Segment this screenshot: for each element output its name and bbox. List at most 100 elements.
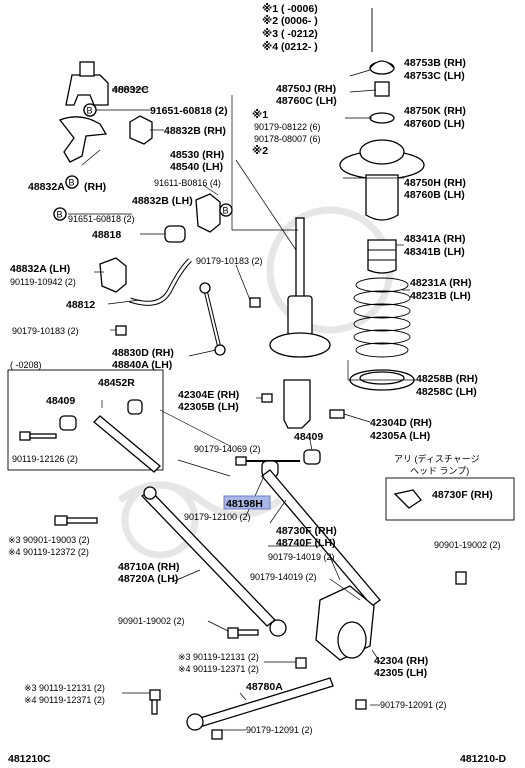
label-90901-19003: ※3 90901-19003 (2) [8,535,90,545]
bolt-90119-12131-upper [295,657,307,669]
coil-spring-48231a [353,277,411,358]
bolt-90901-19002-lower [227,627,259,639]
nut-90179-10183-upper [249,297,261,308]
svg-text:B: B [57,210,63,220]
label-91651-lower: 91651-60818 (2) [68,214,135,224]
arm-48710a [141,486,287,637]
svg-text:B: B [69,178,75,188]
label-48753b: 48753B (RH) [404,57,466,69]
label-90179-12100: 90179-12100 (2) [184,512,251,522]
label-48760b: 48760B (LH) [404,189,465,201]
nut-90179-12091-right [355,699,367,710]
label-48832c: 48832C [112,84,149,96]
inset-box-headlamp [385,477,515,521]
label-90179-14019-lower: 90179-14019 (2) [250,572,317,582]
stabilizer-bar-48812 [129,258,192,306]
label-42304e: 42304E (RH) [178,389,239,401]
bracket-48832b-rh [129,115,153,145]
label-42304: 42304 (RH) [374,655,428,667]
label-48341b: 48341B (LH) [404,246,465,258]
marker-b-1: B [83,103,97,117]
bumper-48341a [367,239,397,274]
bolt-90119-12126 [19,431,57,441]
label-48540: 48540 (LH) [170,161,223,173]
label-48530: 48530 (RH) [170,149,224,161]
label-48750j: 48750J (RH) [276,83,336,95]
label-48258b: 48258B (RH) [416,373,478,385]
nut-90179-10183-lower [115,325,127,336]
label-48409-inset: 48409 [46,395,75,407]
stabilizer-link-48830d [199,282,226,356]
label-48760d: 48760D (LH) [404,118,465,130]
label-90179-08122: 90179-08122 (6) [254,122,321,132]
note-4: ※4 (0212- ) [262,41,318,53]
label-48832b-rh: 48832B (RH) [164,125,226,137]
label-48832a: 48832A [28,181,65,193]
label-48740f: 48740F (LH) [276,537,336,549]
highlight-48198h [223,495,271,510]
bracket-48832a-lh [99,257,127,293]
label-48730f: 48730F (RH) [276,525,337,537]
bushing-48409 [303,449,321,465]
label-48730f-box: 48730F (RH) [432,489,493,501]
label-90119-12126: 90119-12126 (2) [12,454,78,464]
label-48198h: 48198H [226,498,263,510]
label-91611: 91611-B0816 (4) [154,178,221,188]
label-48818: 48818 [92,229,121,241]
label-star2: ※2 [252,145,268,157]
label-90119-10942: 90119-10942 (2) [10,277,76,287]
svg-text:B: B [87,106,93,116]
arm-inset [93,415,161,473]
label-42305: 42305 (LH) [374,667,427,679]
label-90178-08007: 90178-08007 (6) [254,134,321,144]
bolt-42304d [329,409,345,419]
bolt-42304e [261,393,273,403]
label-48710a: 48710A (RH) [118,561,179,573]
bushing-48409-inset [59,415,77,431]
marker-b-3: B [53,207,67,221]
label-48750h: 48750H (RH) [404,177,466,189]
label-42305a: 42305A (LH) [370,430,430,442]
label-48840a: 48840A (LH) [112,359,172,371]
bracket-48832b-lh [195,193,221,233]
label-48720a: 48720A (LH) [118,573,178,585]
label-48832a-rh-suffix: (RH) [84,181,106,193]
label-48409: 48409 [294,431,323,443]
label-48753c: 48753C (LH) [404,70,465,82]
label-48231a: 48231A (RH) [410,277,471,289]
label-90119-12371-upper: ※4 90119-12371 (2) [178,664,259,674]
leader-lines [68,69,416,731]
label-48812: 48812 [66,299,95,311]
diagram-code-left: 481210C [8,753,51,765]
shock-absorber-48530 [269,217,331,429]
nut-48750j [374,81,390,97]
label-48832a-lh: 48832A (LH) [10,263,70,275]
label-42305b: 42305B (LH) [178,401,239,413]
label-48830d: 48830D (RH) [112,347,174,359]
axle-carrier-42304 [315,585,375,661]
arm-48780a [186,677,334,731]
label-90179-10183-upper: 90179-10183 (2) [196,256,263,266]
label-91651-upper: 91651-60818 (2) [150,105,228,117]
upper-support-48750h [339,139,425,221]
label-48341a: 48341A (RH) [404,233,465,245]
label-ari-discharge: アリ (ディスチャージ [394,453,480,464]
label-90179-14069: 90179-14069 (2) [194,444,261,454]
label-48231b: 48231B (LH) [410,290,471,302]
label-42304d: 42304D (RH) [370,417,432,429]
diagram-code-right: 481210-D [460,753,507,765]
label-90119-12131-lower: ※3 90119-12131 (2) [24,683,105,693]
label-90179-12091-right: 90179-12091 (2) [380,700,447,710]
bushing-48452r [127,399,143,415]
label-90901-19002-right: 90901-19002 (2) [434,540,501,550]
bolt-90901-19003 [54,515,98,526]
label-90119-12131-upper: ※3 90119-12131 (2) [178,652,259,662]
svg-text:B: B [223,206,229,216]
bushing-48818 [164,225,186,243]
marker-b-2: B [65,175,79,189]
label-48780a: 48780A [246,681,283,693]
note-1: ※1 ( -0006) [262,3,318,15]
bracket-48832a-rh [53,116,108,221]
label-90119-12371-lower: ※4 90119-12371 (2) [24,695,105,705]
bolt-90119-12131-lower [149,689,161,715]
